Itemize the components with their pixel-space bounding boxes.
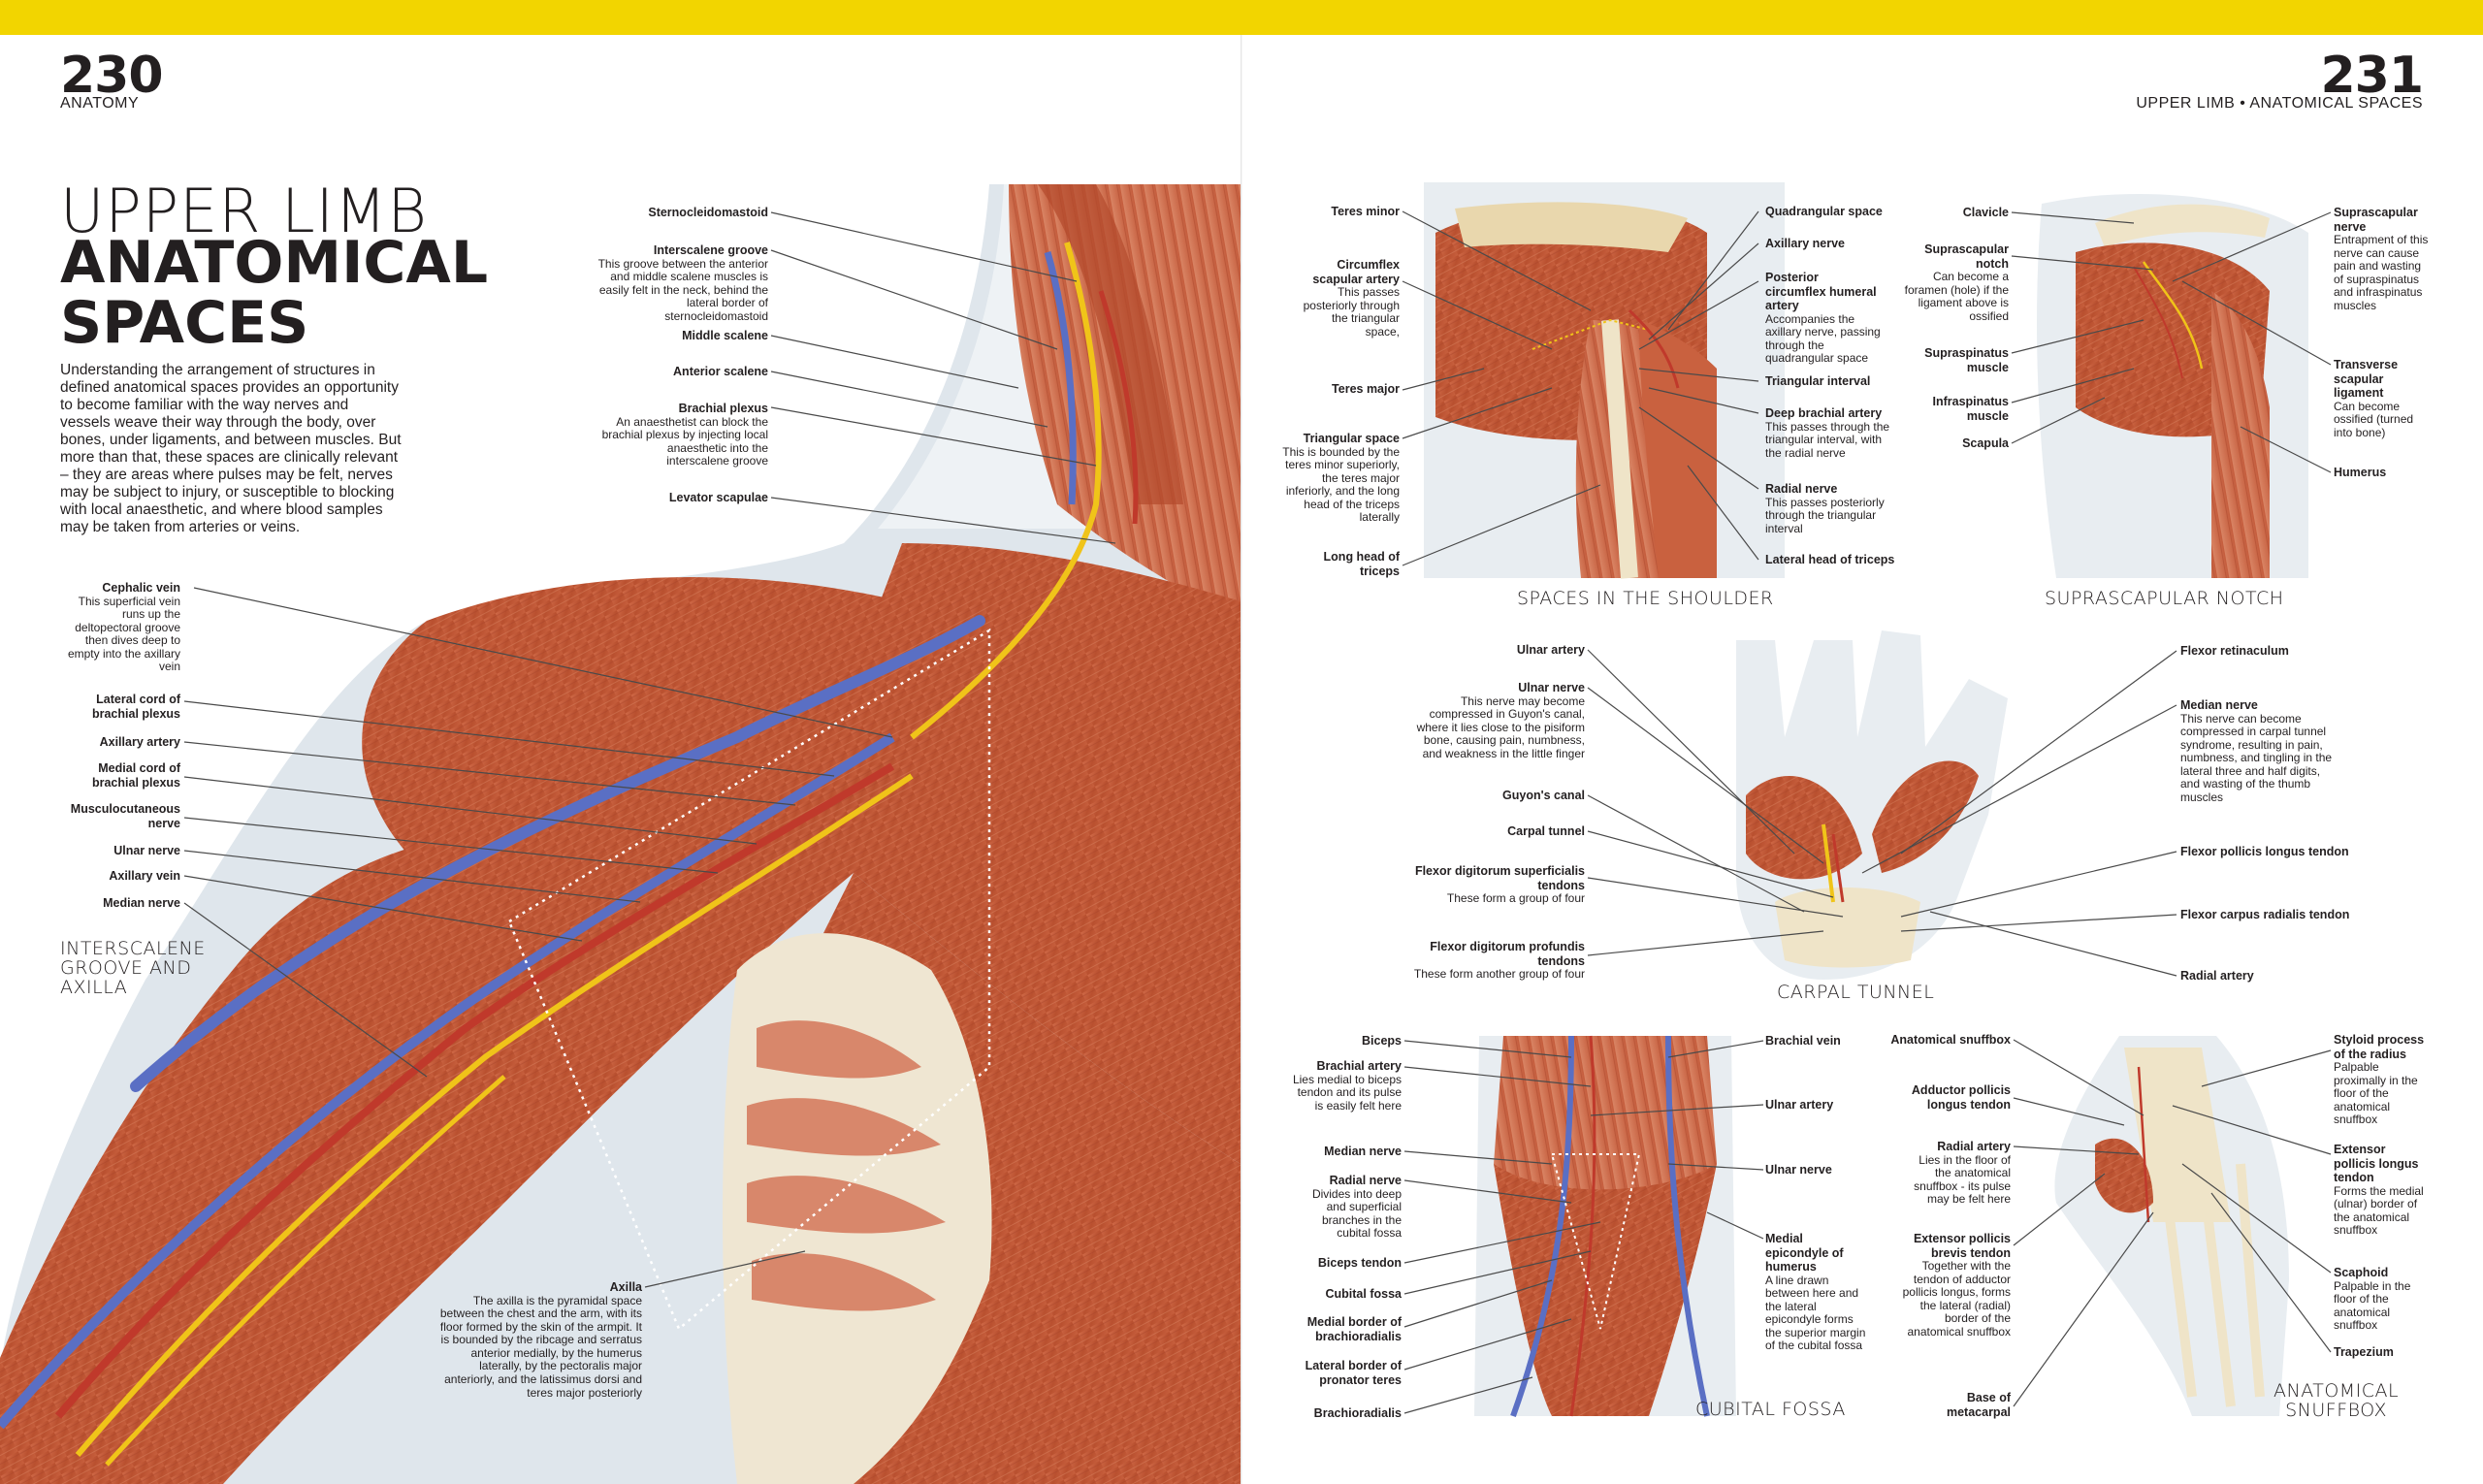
label-biceps: Biceps: [1362, 1034, 1402, 1048]
label-ulnar-artery-carpal: Ulnar artery: [1516, 643, 1585, 657]
label-medial-border-brachioradialis: Medial border of brachioradialis: [1306, 1315, 1402, 1343]
label-fcr-tendon: Flexor carpus radialis tendon: [2180, 908, 2350, 921]
carpal-figure-art: [1736, 630, 2008, 980]
label-median-nerve-cubital: Median nerve: [1324, 1145, 1402, 1158]
label-musculocutaneous-nerve: Musculocutaneous nerve: [70, 802, 180, 830]
label-axillary-nerve: Axillary nerve: [1765, 237, 1845, 250]
title-line-1: UPPER LIMB: [60, 176, 429, 246]
label-humerus: Humerus: [2334, 466, 2387, 479]
shoulder-figure-art: [1424, 182, 1785, 579]
label-infraspinatus-muscle: Infraspinatus muscle: [1932, 395, 2010, 423]
label-adductor-pollicis-longus-tendon: Adductor pollicis longus tendon: [1911, 1083, 2011, 1112]
label-clavicle: Clavicle: [1962, 206, 2009, 219]
right-page-number: 231: [2320, 47, 2424, 105]
carpal-figure-caption: CARPAL TUNNEL: [1777, 982, 1935, 1003]
cubital-figure-art: [1474, 1035, 1736, 1418]
label-lateral-cord: Lateral cord of brachial plexus: [91, 693, 180, 721]
label-flexor-retinaculum: Flexor retinaculum: [2180, 644, 2289, 658]
label-ulnar-nerve-cubital: Ulnar nerve: [1765, 1163, 1832, 1177]
cubital-figure-caption: CUBITAL FOSSA: [1695, 1399, 1846, 1420]
left-page-number: 230: [60, 47, 164, 105]
label-levator-scapulae: Levator scapulae: [668, 491, 768, 504]
label-middle-scalene: Middle scalene: [682, 329, 768, 342]
label-ulnar-artery-cubital: Ulnar artery: [1765, 1098, 1834, 1112]
label-long-head-triceps: Long head of triceps: [1323, 550, 1400, 578]
snuffbox-figure-art: [2054, 1036, 2289, 1416]
left-running-head: ANATOMY: [60, 95, 140, 112]
label-axillary-vein: Axillary vein: [109, 869, 180, 883]
label-teres-minor: Teres minor: [1331, 205, 1400, 218]
label-cubital-fossa: Cubital fossa: [1325, 1287, 1403, 1301]
label-teres-major: Teres major: [1332, 382, 1400, 396]
label-brachial-vein: Brachial vein: [1765, 1034, 1841, 1048]
page-gutter: [1241, 35, 1242, 1484]
label-medial-cord: Medial cord of brachial plexus: [91, 761, 180, 790]
right-running-head: UPPER LIMB • ANATOMICAL SPACES: [2136, 95, 2423, 112]
label-axillary-artery: Axillary artery: [99, 735, 180, 749]
label-supraspinatus-muscle: Supraspinatus muscle: [1924, 346, 2009, 374]
label-median-nerve-main: Median nerve: [103, 896, 180, 910]
title-line-2: ANATOMICAL: [60, 229, 489, 297]
label-base-of-metacarpal: Base of metacarpal: [1946, 1391, 2011, 1419]
label-quadrangular-space: Quadrangular space: [1765, 205, 1883, 218]
label-sternocleidomastoid: Sternocleidomastoid: [648, 206, 768, 219]
label-anterior-scalene: Anterior scalene: [673, 365, 768, 378]
label-carpal-tunnel: Carpal tunnel: [1507, 824, 1585, 838]
intro-paragraph: Understanding the arrangement of structu…: [60, 362, 402, 535]
label-biceps-tendon: Biceps tendon: [1317, 1256, 1402, 1270]
label-guyons-canal: Guyon's canal: [1502, 789, 1585, 802]
label-lateral-head-triceps: Lateral head of triceps: [1765, 553, 1895, 566]
label-radial-artery-carpal: Radial artery: [2180, 969, 2254, 983]
label-fpl-tendon: Flexor pollicis longus tendon: [2180, 845, 2349, 858]
label-lateral-border-pronator-teres: Lateral border of pronator teres: [1305, 1359, 1402, 1387]
label-trapezium: Trapezium: [2334, 1345, 2394, 1359]
shoulder-figure-caption: SPACES IN THE SHOULDER: [1517, 588, 1774, 609]
leader-lines: [183, 210, 2332, 1414]
suprascapular-figure-caption: SUPRASCAPULAR NOTCH: [2045, 588, 2284, 609]
title-line-3: SPACES: [60, 289, 309, 357]
suprascapular-figure-art: [2037, 194, 2308, 578]
label-scapula: Scapula: [1962, 436, 2009, 450]
label-brachioradialis: Brachioradialis: [1313, 1406, 1402, 1420]
main-figure-art: [0, 184, 1242, 1484]
label-anatomical-snuffbox: Anatomical snuffbox: [1890, 1033, 2011, 1047]
header-color-bar: [0, 0, 2483, 35]
label-triangular-interval: Triangular interval: [1765, 374, 1871, 388]
label-ulnar-nerve-main: Ulnar nerve: [113, 844, 180, 857]
